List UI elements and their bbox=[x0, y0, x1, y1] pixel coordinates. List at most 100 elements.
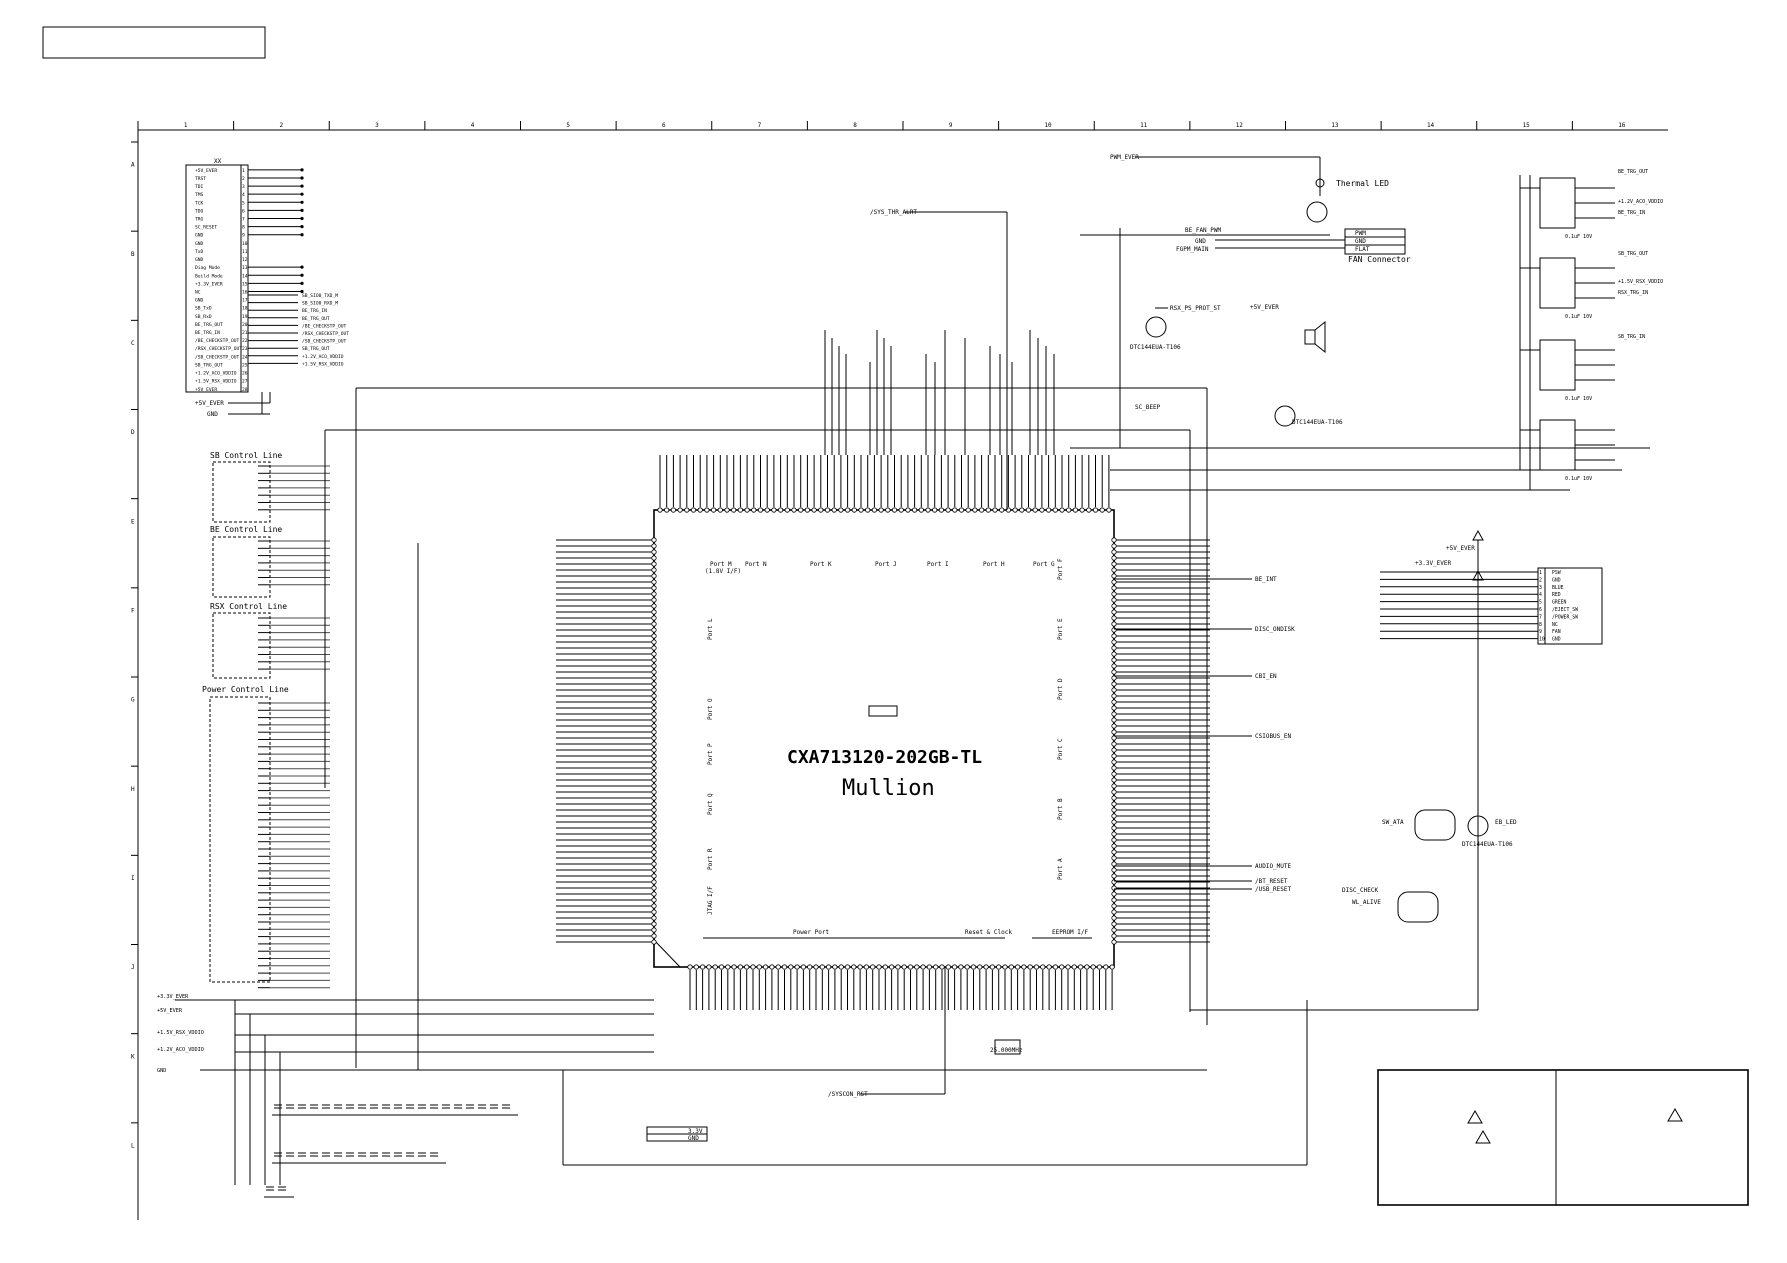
chip-pin-bottom bbox=[838, 964, 844, 970]
bus-lines bbox=[175, 228, 1650, 1185]
chip-pin-left bbox=[651, 735, 657, 741]
right-connector-pin: NC bbox=[1552, 622, 1558, 628]
wire-node bbox=[300, 200, 304, 204]
left-connector-pin: BE_TRG_OUT bbox=[195, 322, 223, 328]
chip-pin-right bbox=[1111, 627, 1117, 633]
chip-pin-right bbox=[1111, 903, 1117, 909]
chip-pin-bottom bbox=[964, 964, 970, 970]
left-connector-pin-number: 5 bbox=[242, 200, 245, 206]
chip-pin-right bbox=[1111, 771, 1117, 777]
chip-pin-right bbox=[1111, 933, 1117, 939]
chip-pin-top bbox=[938, 507, 945, 513]
chip-pin-top bbox=[999, 507, 1005, 513]
left-connector-pin: TDI bbox=[195, 184, 204, 190]
chip-pin-left bbox=[651, 669, 657, 675]
chip-pin-bottom bbox=[1090, 964, 1096, 970]
chip-pin-left bbox=[651, 633, 657, 639]
chip-pin-bottom bbox=[996, 964, 1002, 970]
left-connector-pin-number: 19 bbox=[242, 314, 248, 320]
left-connector-pin: /RSX_CHECKSTP_OUT bbox=[195, 346, 242, 352]
chip-pin-top bbox=[858, 507, 864, 513]
fan-pwm-signal: BE_FAN_PWM bbox=[1185, 227, 1222, 234]
chip-pin-left bbox=[651, 741, 657, 747]
chip-pin-left bbox=[651, 657, 657, 663]
right-connector-pin: PSW bbox=[1552, 570, 1561, 576]
chip-pin-right bbox=[1111, 747, 1117, 753]
opamp-cap-label: 0.1uF 10V bbox=[1565, 396, 1592, 402]
left-connector-pin: /SB_CHECKSTP_OUT bbox=[195, 354, 239, 360]
chip-pin-top bbox=[1039, 507, 1045, 513]
chip-pin-top bbox=[824, 507, 831, 513]
right-connector-pin: FAN bbox=[1552, 629, 1561, 635]
chip-pin-left bbox=[651, 693, 657, 699]
row-label: B bbox=[131, 251, 135, 258]
chip-pin-right bbox=[1111, 693, 1117, 699]
chip-pin-top bbox=[878, 507, 884, 513]
chip-pin-bottom bbox=[1071, 964, 1077, 970]
chip-name: Mullion bbox=[842, 776, 935, 801]
chip-pin-left bbox=[651, 585, 657, 591]
chip-port-left-label: Port R bbox=[707, 848, 714, 870]
chip-pin-right bbox=[1111, 567, 1117, 573]
column-label: 9 bbox=[949, 122, 953, 129]
opamp-ic bbox=[1539, 177, 1576, 229]
fan-connector-label: FAN Connector bbox=[1348, 255, 1411, 264]
column-label: 10 bbox=[1044, 122, 1052, 129]
chip-pin-left bbox=[651, 939, 657, 945]
chip-pin-left bbox=[651, 795, 657, 801]
row-label: G bbox=[131, 697, 135, 704]
left-power-input-label: GND bbox=[157, 1068, 166, 1074]
chip-pin-right bbox=[1111, 633, 1117, 639]
bt-reset-label: /BT_RESET bbox=[1255, 878, 1288, 885]
left-connector-pin-number: 24 bbox=[242, 354, 248, 360]
chip-pin-top bbox=[925, 507, 931, 513]
left-connector-pin: TCK bbox=[195, 200, 204, 206]
chip-pin-bottom bbox=[895, 964, 901, 970]
chip-pin-bottom bbox=[731, 964, 737, 970]
opamp-cap-label: 0.1uF 10V bbox=[1565, 476, 1592, 482]
chip-pin-right bbox=[1111, 765, 1117, 771]
chip-pin-top bbox=[811, 507, 817, 513]
chip-port-top-label: Port H bbox=[983, 561, 1005, 568]
chip-pin-bottom bbox=[706, 964, 712, 970]
right-connector-pin-number: 2 bbox=[1539, 577, 1542, 583]
chip-pin-right bbox=[1111, 789, 1117, 795]
wire-node bbox=[300, 168, 304, 172]
chip-pin-right bbox=[1111, 801, 1117, 807]
chip-pin-top bbox=[1086, 507, 1092, 513]
chip-pin-bottom bbox=[1096, 964, 1103, 970]
chip-pin-left bbox=[651, 789, 657, 795]
opamp-ic bbox=[1539, 257, 1576, 309]
chip-pin-right bbox=[1111, 711, 1117, 717]
chip-pin-bottom bbox=[870, 964, 876, 970]
syscon-rst-label: /SYSCON_RST bbox=[828, 1091, 868, 1098]
chip-pin-bottom bbox=[920, 964, 926, 970]
chip-pin-top bbox=[717, 507, 723, 513]
chip-pin-bottom bbox=[1027, 964, 1033, 970]
fan-pin-3: FLAT bbox=[1355, 246, 1370, 253]
chip-pin-left bbox=[651, 699, 657, 705]
chip-pin-left bbox=[651, 771, 657, 777]
left-connector-pin-number: 17 bbox=[242, 298, 248, 304]
chip-pin-left bbox=[651, 609, 657, 615]
chip-pin-right bbox=[1111, 867, 1117, 873]
sw-ata-label: SW_ATA bbox=[1382, 819, 1404, 826]
left-connector-pin-number: 10 bbox=[242, 241, 248, 247]
chip-pin-bottom bbox=[851, 964, 857, 970]
chip-pin-top bbox=[952, 507, 958, 513]
transistor-q2-label: DTC144EUA-T106 bbox=[1292, 419, 1343, 426]
chip-pin-top bbox=[911, 507, 918, 513]
chip-pin-left bbox=[651, 837, 657, 843]
chip-pin-bottom bbox=[1052, 964, 1059, 970]
right-5v-ever-label: +5V_EVER bbox=[1250, 304, 1279, 311]
chip-pin-right bbox=[1111, 657, 1117, 663]
opamp-signal: BE_TRG_IN bbox=[1618, 210, 1645, 216]
chip-pin-bottom bbox=[914, 964, 920, 970]
be-control-group: BE Control Line bbox=[210, 525, 282, 598]
chip-pin-top bbox=[731, 507, 737, 513]
clock-section: 25.000MHz /SYSCON_RST bbox=[828, 967, 1023, 1098]
right-connector-pin-number: 10 bbox=[1539, 637, 1545, 643]
right-optocouplers: SW_ATA EB_LED DISC_CHECK WL_ALIVE bbox=[1342, 809, 1517, 923]
chip-pin-bottom bbox=[744, 964, 750, 970]
